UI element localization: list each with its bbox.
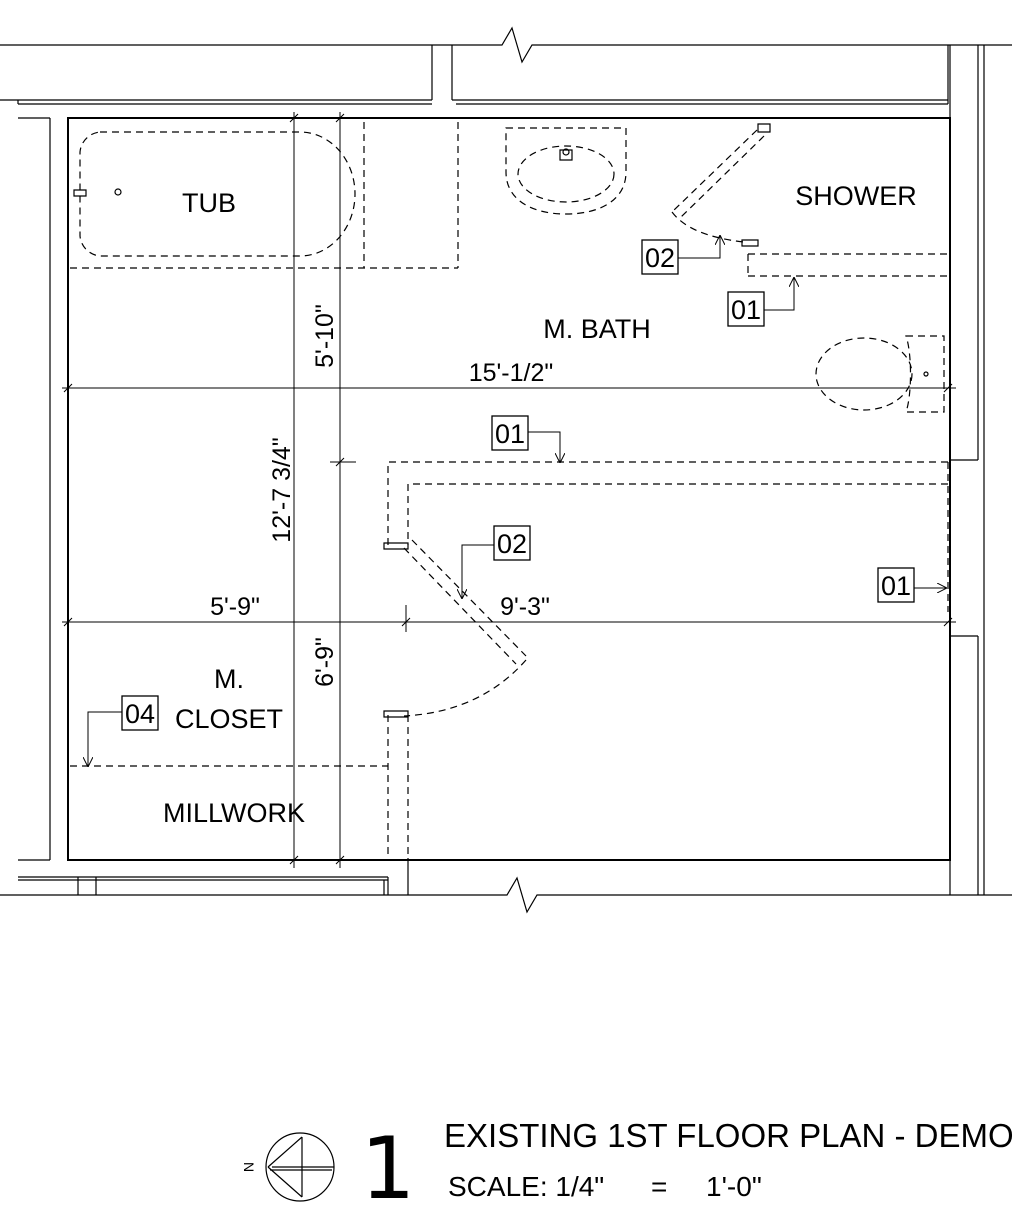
left-wall <box>18 117 951 861</box>
dimension-bath-depth: 5'-10" <box>311 304 339 368</box>
sink <box>505 127 627 215</box>
bottom-wall <box>0 858 1012 914</box>
room-label-millwork: MILLWORK <box>163 798 305 828</box>
room-label-shower: SHOWER <box>795 181 917 211</box>
dimension-overall-width: 15'-1/2" <box>469 359 554 387</box>
scale-equals: = <box>651 1171 667 1202</box>
keynote-partition-right-label: 01 <box>881 571 911 601</box>
north-label: N <box>241 1162 257 1172</box>
room-label-closet-line1: M. <box>214 664 244 694</box>
dimension-closet-width: 5'-9" <box>210 593 260 621</box>
right-wall <box>949 45 985 895</box>
keynote-partition-top-label: 01 <box>495 419 525 449</box>
north-arrow: N <box>241 1132 335 1202</box>
dimension-bath-width: 9'-3" <box>500 593 550 621</box>
keynote-millwork: 04 <box>88 695 159 766</box>
keynote-shower-wall-label: 01 <box>731 295 761 325</box>
keynote-partition-top: 01 <box>491 415 560 462</box>
keynote-millwork-label: 04 <box>125 699 155 729</box>
scale-label: SCALE: 1/4" <box>448 1171 604 1202</box>
keynote-partition-right: 01 <box>877 567 946 603</box>
room-label-tub: TUB <box>182 188 236 218</box>
partition-wall <box>383 461 949 858</box>
toilet <box>815 335 945 413</box>
dimension-closet-depth: 6'-9" <box>311 637 339 687</box>
dimension-overall-depth: 12'-7 3/4" <box>268 437 296 542</box>
room-label-closet-line2: CLOSET <box>175 704 283 734</box>
keynote-shower-door: 02 <box>641 236 720 275</box>
view-number: 1 <box>361 1119 416 1214</box>
scale-value: 1'-0" <box>706 1171 762 1202</box>
keynote-shower-door-label: 02 <box>645 243 675 273</box>
plan-title: EXISTING 1ST FLOOR PLAN - DEMO <box>444 1117 1012 1154</box>
dimension-lines <box>62 112 956 868</box>
keynote-door: 02 <box>462 525 531 598</box>
keynote-door-label: 02 <box>497 529 527 559</box>
shower-enclosure <box>671 123 948 277</box>
top-wall <box>0 26 1012 105</box>
keynote-shower-wall: 01 <box>727 278 794 327</box>
room-label-bath: M. BATH <box>543 314 651 344</box>
bathtub <box>70 122 459 269</box>
